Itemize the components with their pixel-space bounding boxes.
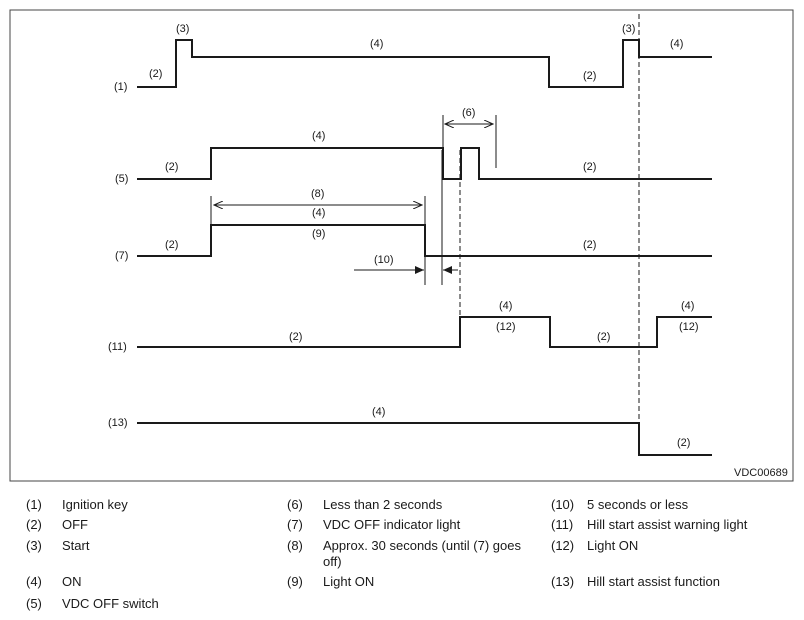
label-off: (2) <box>149 68 162 80</box>
label-on: (4) <box>499 300 512 312</box>
label-off: (2) <box>165 161 178 173</box>
label-off: (2) <box>289 331 302 343</box>
label-start: (3) <box>176 23 189 35</box>
label-off: (2) <box>583 70 596 82</box>
waveform-vdc-off-indicator-light <box>137 224 712 257</box>
label-approx-30-seconds: (8) <box>311 188 324 200</box>
label-on: (4) <box>681 300 694 312</box>
waveform-hill-start-assist-warning-light <box>137 316 712 348</box>
label-off: (2) <box>165 239 178 251</box>
label-on: (4) <box>312 130 325 142</box>
waveform-hill-start-assist-function <box>137 422 712 456</box>
figure-code: VDC00689 <box>734 467 788 479</box>
diagram-frame <box>9 9 794 482</box>
label-5-seconds-or-less: (10) <box>374 254 394 266</box>
label-on: (4) <box>312 207 325 219</box>
waveform-vdc-off-switch <box>137 147 712 180</box>
label-on: (4) <box>370 38 383 50</box>
label-light-on: (9) <box>312 228 325 240</box>
label-off: (2) <box>583 161 596 173</box>
signal-label-7: (7) <box>115 250 128 262</box>
label-light-on: (12) <box>679 321 699 333</box>
signal-label-5: (5) <box>115 173 128 185</box>
label-off: (2) <box>597 331 610 343</box>
signal-label-1: (1) <box>114 81 127 93</box>
waveform-ignition-key <box>137 39 712 88</box>
label-off: (2) <box>677 437 690 449</box>
signal-label-13: (13) <box>108 417 128 429</box>
label-less-than-2-seconds: (6) <box>462 107 475 119</box>
label-light-on: (12) <box>496 321 516 333</box>
label-on: (4) <box>372 406 385 418</box>
label-on: (4) <box>670 38 683 50</box>
signal-label-11: (11) <box>108 341 127 353</box>
label-off: (2) <box>583 239 596 251</box>
label-start: (3) <box>622 23 635 35</box>
